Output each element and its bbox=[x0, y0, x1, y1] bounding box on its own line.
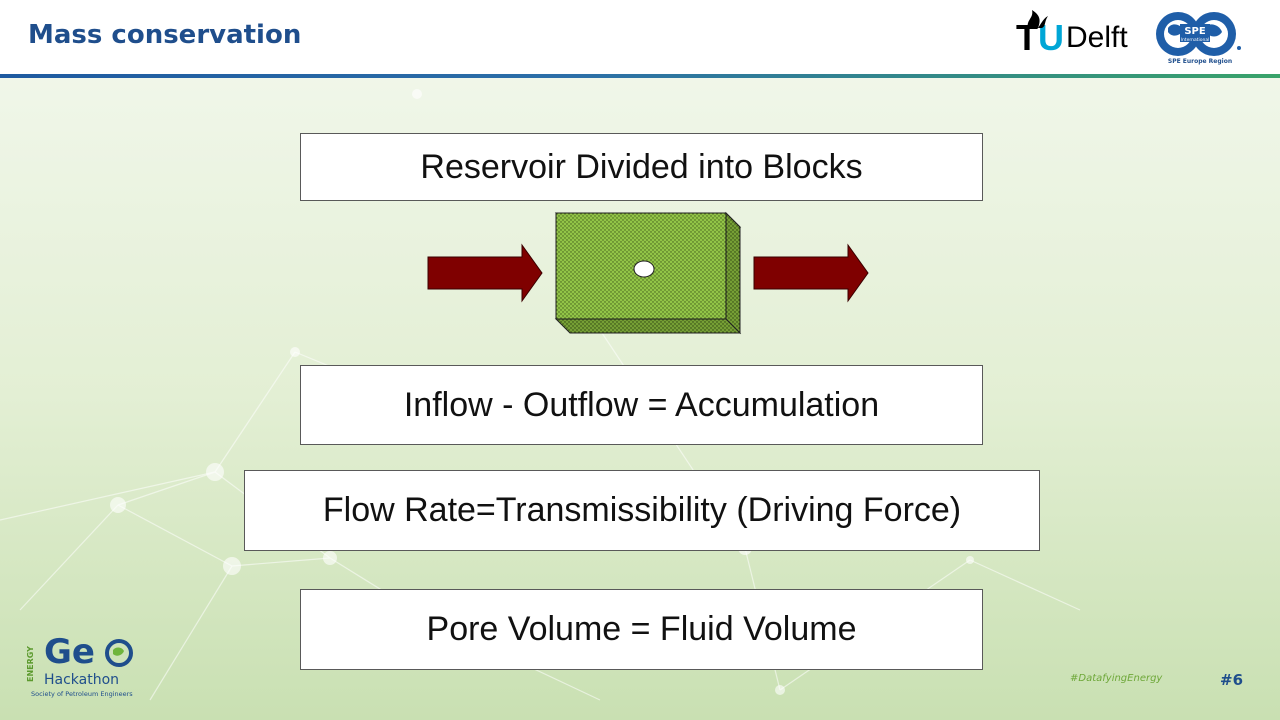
geo-hackathon-label: Hackathon bbox=[44, 672, 120, 688]
page-number: #6 bbox=[1220, 671, 1244, 689]
block-side-face bbox=[725, 211, 741, 335]
globe-icon bbox=[105, 639, 133, 667]
spe-subtext: International bbox=[1181, 37, 1210, 43]
header-rule bbox=[0, 74, 1280, 78]
outflow-arrow bbox=[753, 243, 869, 303]
spe-globe-icon: SPE International bbox=[1156, 12, 1241, 56]
slide-header: Mass conservation TU Delft SPE Internati… bbox=[0, 0, 1280, 78]
spe-text: SPE bbox=[1184, 26, 1206, 37]
spe-logo: SPE International SPE Europe Region bbox=[1154, 10, 1246, 70]
block-bottom-face bbox=[554, 318, 742, 334]
well-point bbox=[633, 260, 655, 278]
box-reservoir: Reservoir Divided into Blocks bbox=[300, 133, 983, 201]
slide-title: Mass conservation bbox=[28, 20, 302, 50]
spe-region-label: SPE Europe Region bbox=[1167, 58, 1233, 65]
geo-hackathon-logo: ENERGY Ge Hackathon Society of Petroleum… bbox=[26, 632, 140, 702]
flame-icon bbox=[1027, 10, 1048, 28]
tudelft-logo: TU Delft bbox=[1016, 8, 1128, 58]
box-pore-volume: Pore Volume = Fluid Volume bbox=[300, 589, 983, 670]
block-flow-diagram bbox=[427, 211, 869, 335]
tudelft-delft: Delft bbox=[1066, 21, 1128, 54]
geo-society-label: Society of Petroleum Engineers bbox=[31, 690, 133, 698]
inflow-arrow bbox=[427, 243, 543, 303]
box-flow-rate: Flow Rate=Transmissibility (Driving Forc… bbox=[244, 470, 1040, 551]
hashtag-label: #DatafyingEnergy bbox=[1070, 673, 1163, 684]
geo-energy-label: ENERGY bbox=[26, 646, 35, 682]
box-mass-balance: Inflow - Outflow = Accumulation bbox=[300, 365, 983, 445]
geo-word: Ge bbox=[44, 632, 95, 672]
